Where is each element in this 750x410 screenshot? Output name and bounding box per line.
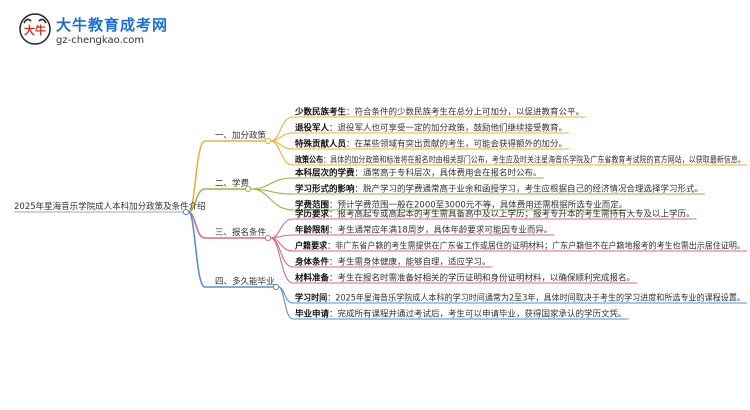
leaf-label: 户籍要求 (294, 241, 328, 252)
leaf-description: ：非广东省户籍的考生需提供在广东省工作或居住的证明材料；广东户籍但不在户籍地报考… (327, 241, 745, 252)
leaf-label: 退役军人 (295, 123, 330, 134)
leaf-connector (278, 286, 294, 320)
leaf-description: ：在某些领域有突出贡献的考生，可能会获得额外的加分。 (346, 139, 567, 150)
branch-label: 四、多久能毕业 (215, 276, 275, 287)
leaf-description: ：考生在报名时需准备好相关的学历证明和身份证明材料，以确保顺利完成报名。 (329, 273, 635, 284)
leaf-description: ：通常高于专科层次，具体费用会在报名时公布。 (355, 168, 542, 179)
leaf-text: 退役军人：退役军人也可享受一定的加分政策，鼓励他们继续接受教育。 (295, 123, 567, 134)
leaf-label: 学习时间 (295, 293, 327, 304)
leaf-connector (270, 140, 294, 166)
leaf-text: 政策公布：具体的加分政策和标准将在报名时由相关部门公布，考生应及时关注星海音乐学… (295, 155, 745, 166)
leaf-description: ：考生需身体健康，能够自理，适应学习。 (329, 257, 491, 268)
branch-label: 二、学费 (215, 178, 250, 189)
leaf-label: 特殊贡献人员 (295, 139, 347, 150)
branch-label: 三、报名条件 (215, 227, 267, 238)
leaf-label: 学历要求 (295, 209, 330, 220)
leaf-text: 毕业申请：完成所有课程并通过考试后，考生可以申请毕业，获得国家承认的学历文凭。 (295, 309, 627, 320)
leaf-description: ：考生通常应年满18周岁，具体年龄要求可能因专业而异。 (329, 225, 552, 236)
leaf-label: 政策公布 (295, 155, 324, 166)
leaf-description: ：预计学费范围一般在2000至3000元不等，具体费用还需根据所选专业而定。 (329, 200, 627, 211)
root-title: 2025年星海音乐学院成人本科加分政策及条件介绍 (14, 201, 206, 212)
leaf-description: ：报考高起专或高起本的考生需具备高中及以上学历；报考专升本的考生需持有大专及以上… (329, 209, 695, 220)
leaf-text: 学习时间：2025年星海音乐学院成人本科的学习时间通常为2至3年，具体时间取决于… (295, 293, 745, 304)
root-branch-connector (187, 211, 206, 288)
leaf-text: 户籍要求：非广东省户籍的考生需提供在广东省工作或居住的证明材料；广东户籍但不在户… (294, 241, 745, 252)
leaf-description: ：具体的加分政策和标准将在报名时由相关部门公布，考生应及时关注星海音乐学院及广东… (323, 155, 745, 166)
root-branch-connector (187, 140, 206, 213)
site-logo[interactable]: 大牛 大牛教育成考网 gz-chengkao.com (18, 12, 178, 54)
leaf-label: 少数民族考生 (294, 107, 347, 118)
leaf-connector (270, 237, 294, 284)
leaf-text: 学历要求：报考高起专或高起本的考生需具备高中及以上学历；报考专升本的考生需持有大… (295, 209, 695, 220)
leaf-label: 毕业申请 (295, 309, 330, 320)
branch-connector-dot (264, 137, 272, 145)
leaf-label: 年龄限制 (295, 225, 330, 236)
branch-connector-dot (244, 185, 252, 193)
leaf-label: 学费范围 (295, 200, 329, 211)
bull-logo-icon: 大牛 (19, 13, 51, 45)
connector-lines (187, 116, 294, 320)
branch-connector-dot (264, 234, 272, 242)
leaf-label: 学习形式的影响 (295, 184, 355, 195)
root-connector-dot (182, 208, 190, 216)
branch-connector-dot (272, 283, 280, 291)
leaf-text: 学习形式的影响：脱产学习的学费通常高于业余和函授学习，考生应根据自己的经济情况合… (295, 184, 703, 195)
leaf-label: 材料准备 (294, 273, 330, 284)
leaf-description: ：符合条件的少数民族考生在总分上可加分，以促进教育公平。 (346, 107, 584, 118)
site-url: gz-chengkao.com (56, 35, 145, 46)
leaf-connector (250, 188, 294, 211)
site-brand-name: 大牛教育成考网 (56, 16, 169, 34)
leaf-text: 少数民族考生：符合条件的少数民族考生在总分上可加分，以促进教育公平。 (294, 107, 584, 118)
leaf-description: ：2025年星海音乐学院成人本科的学习时间通常为2至3年，具体时间取决于考生的学… (327, 293, 745, 304)
leaf-text: 年龄限制：考生通常应年满18周岁，具体年龄要求可能因专业而异。 (295, 225, 552, 236)
leaf-text: 学费范围：预计学费范围一般在2000至3000元不等，具体费用还需根据所选专业而… (295, 200, 627, 211)
leaf-text: 材料准备：考生在报名时需准备好相关的学历证明和身份证明材料，以确保顺利完成报名。 (294, 273, 635, 284)
leaf-text: 特殊贡献人员：在某些领域有突出贡献的考生，可能会获得额外的加分。 (295, 139, 567, 150)
logo-badge-text: 大牛 (24, 23, 46, 37)
leaf-text: 本科层次的学费：通常高于专科层次，具体费用会在报名时公布。 (295, 168, 542, 179)
mind-map-nodes: 2025年星海音乐学院成人本科加分政策及条件介绍 一、加分政策 少数民族考生：符合条… (14, 107, 747, 320)
leaf-text: 身体条件：考生需身体健康，能够自理，适应学习。 (294, 257, 491, 268)
leaf-label: 本科层次的学费 (295, 168, 355, 179)
leaf-connector (270, 116, 294, 142)
leaf-connector (250, 177, 294, 190)
root-branch-connector (188, 188, 206, 213)
leaf-description: ：退役军人也可享受一定的加分政策，鼓励他们继续接受教育。 (329, 123, 567, 134)
leaf-description: ：脱产学习的学费通常高于业余和函授学习，考生应根据自己的经济情况合理选择学习形式… (355, 184, 704, 195)
branch-label: 一、加分政策 (215, 130, 267, 141)
leaf-description: ：完成所有课程并通过考试后，考生可以申请毕业，获得国家承认的学历文凭。 (329, 309, 627, 320)
leaf-label: 身体条件 (294, 257, 330, 268)
